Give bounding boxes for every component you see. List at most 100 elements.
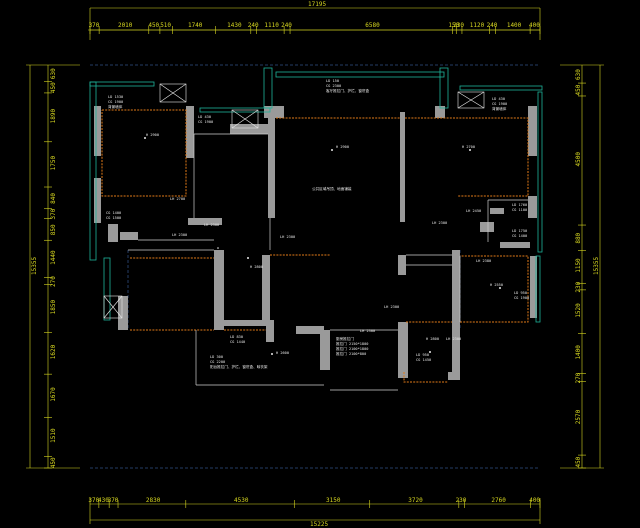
room-label-kitchen_top: LD 430 — [198, 115, 211, 119]
room-label-master_top: CG 1900 — [492, 102, 507, 106]
right-total-dimension: 15355 — [593, 257, 600, 275]
left-dimension: 840 — [50, 193, 57, 204]
room-label-bottom_h2800: H 2800 — [426, 337, 439, 341]
room-label-bedroom_1b: CG 1400 — [106, 211, 121, 215]
room-label-living_top: LD 150 — [326, 79, 339, 83]
bottom-dimension: 430 — [98, 497, 109, 504]
room-label-h2900a: H 2900 — [336, 145, 349, 149]
room-label-bottom_left: LD 830 — [230, 335, 243, 339]
left-dimension: 270 — [50, 276, 57, 287]
guide-lines — [90, 64, 540, 469]
left-dimension: 450 — [50, 82, 57, 93]
room-label-bottom_center: 推拉门 2150*1800 — [336, 341, 368, 346]
room-label-bottom_center: 推拉门 2100*800 — [336, 351, 366, 356]
room-label-bottom_left2: CG 2200 — [210, 360, 225, 364]
left-total-dimension: 15355 — [31, 257, 38, 275]
room-label-master_top: LD 430 — [492, 97, 505, 101]
room-label-h2900c: H 2900 — [146, 133, 159, 137]
right-dimension: 1150 — [575, 258, 582, 273]
room-label-bath_h: H 2800 — [250, 265, 263, 269]
ceiling-outlines — [101, 109, 529, 383]
room-label-right_mid: LD 1760 — [512, 203, 527, 207]
room-label-bottom_left2: 阳台推拉门、护栏、窗帘盒、晾衣架 — [210, 364, 268, 369]
room-label-right_mid2: CG 1400 — [512, 234, 527, 238]
symbol-markers — [144, 137, 501, 355]
left-dimension: 1440 — [50, 250, 57, 265]
left-dimension: 1750 — [50, 156, 57, 171]
right-dimension: 450 — [575, 84, 582, 95]
right-dimension: 450 — [575, 456, 582, 467]
right-dimension: 1520 — [575, 303, 582, 318]
room-label-lh2300c: LH 2300 — [280, 235, 295, 239]
top-dimension: 230 — [453, 22, 464, 29]
top-dimension: 400 — [529, 22, 540, 29]
thin-walls — [128, 133, 528, 391]
top-dimension: 1740 — [188, 22, 203, 29]
room-label-living_top: 客厅推拉门、护栏、窗帘盒 — [326, 88, 370, 93]
left-dimension: 1620 — [50, 344, 57, 359]
bottom-dimension: 400 — [529, 497, 540, 504]
right-dimension: 880 — [575, 232, 582, 243]
bottom-dimension: 4530 — [234, 497, 249, 504]
room-label-kitchen_top: CG 1900 — [198, 120, 213, 124]
room-label-bedroom_1: LD 1530 — [108, 95, 123, 99]
room-label-right_lower: LD 950 — [514, 291, 527, 295]
room-label-lh2450: LH 2450 — [466, 209, 481, 213]
shaft-boxes — [103, 83, 485, 319]
right-dimension: 1400 — [575, 345, 582, 360]
top-dimension: 240 — [281, 22, 292, 29]
top-dimension: 150 — [448, 22, 459, 29]
room-label-bottom_left2: LD 300 — [210, 355, 223, 359]
room-label-h2550: H 2550 — [490, 283, 503, 287]
bottom-dimension: 3150 — [326, 497, 341, 504]
left-dimension: 1850 — [50, 300, 57, 315]
room-label-right_lower: CG 1900 — [514, 296, 529, 300]
bottom-dimension: 3720 — [408, 497, 423, 504]
room-label-living_top: CG 2300 — [326, 84, 341, 88]
top-total-dimension: 17195 — [308, 1, 326, 8]
top-dimension: 6580 — [365, 22, 380, 29]
room-label-lh2300f: LH 2300 — [446, 337, 461, 341]
room-label-bedroom_1: 背景墙体 — [108, 104, 123, 109]
right-dimension: 4500 — [575, 152, 582, 167]
room-label-h2900b: H 2700 — [462, 145, 475, 149]
top-dimension: 370 — [89, 22, 100, 29]
bottom-dimension-chain — [89, 498, 541, 524]
top-dimension: 1110 — [264, 22, 279, 29]
room-label-bedroom_1b: CG 1500 — [106, 216, 121, 220]
bottom-dimension: 2760 — [491, 497, 506, 504]
left-dimension-chain — [26, 64, 80, 469]
room-label-right_mid2: LD 1750 — [512, 229, 527, 233]
left-dimension: 450 — [50, 457, 57, 468]
room-label-lh2300b: LH 2300 — [172, 233, 187, 237]
walls — [94, 106, 537, 380]
top-dimension: 2010 — [118, 22, 133, 29]
bottom-dimension: 370 — [108, 497, 119, 504]
room-label-lh2300e: LH 2300 — [432, 221, 447, 225]
top-dimension: 240 — [487, 22, 498, 29]
room-label-bottom_left: CG 1440 — [230, 340, 245, 344]
room-label-lh2380: LH 2380 — [476, 259, 491, 263]
left-dimension: 850 — [50, 224, 57, 235]
right-dimension: 630 — [575, 69, 582, 80]
top-dimension: 450 — [148, 22, 159, 29]
top-dimension: 510 — [160, 22, 171, 29]
top-dimension: 1430 — [227, 22, 242, 29]
room-label-bottom_right: LD 950 — [416, 353, 429, 357]
left-dimension: 630 — [50, 68, 57, 79]
right-dimension-chain — [560, 64, 604, 469]
right-dimension: 2570 — [575, 409, 582, 424]
top-dimension-chain — [88, 7, 541, 40]
left-dimension: 1890 — [50, 109, 57, 124]
bottom-dimension: 2830 — [146, 497, 161, 504]
room-label-master_top: 背景墙体 — [492, 106, 507, 111]
right-dimension: 230 — [575, 281, 582, 292]
left-dimension: 1510 — [50, 428, 57, 443]
left-dimension: 370 — [50, 208, 57, 219]
top-dimension: 1120 — [470, 22, 485, 29]
room-label-right_mid: CG 1100 — [512, 208, 527, 212]
top-dimension: 240 — [248, 22, 259, 29]
room-label-bottom_center: 厨房推拉门 — [336, 336, 354, 341]
